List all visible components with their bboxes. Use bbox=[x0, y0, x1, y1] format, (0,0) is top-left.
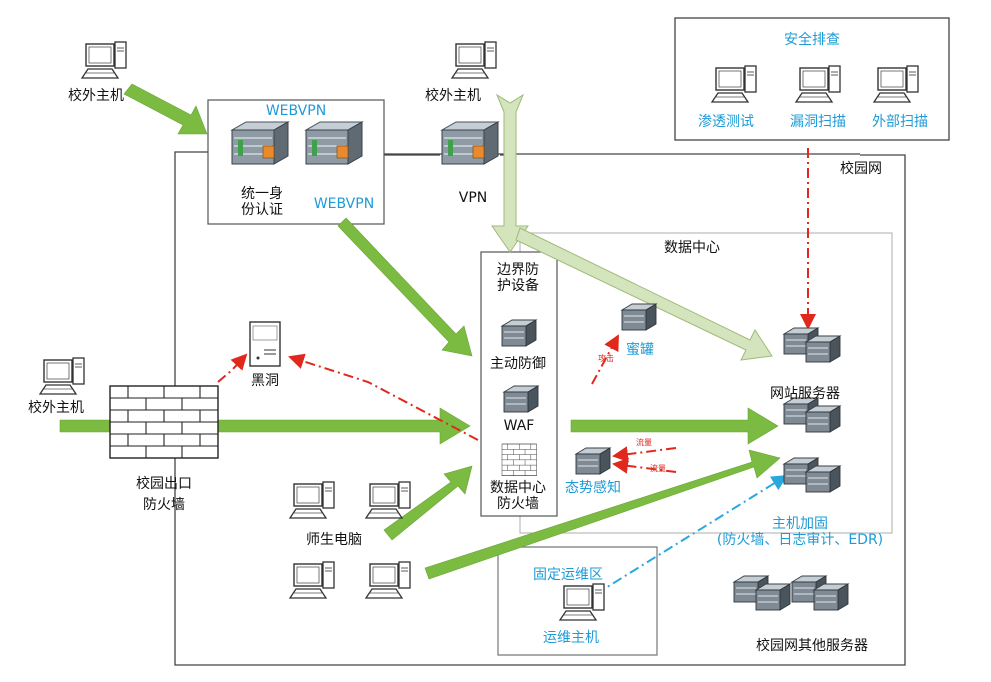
staff-pc-4-icon bbox=[365, 561, 411, 599]
staff-pc-label: 师生电脑 bbox=[306, 532, 362, 548]
black-hole-label: 黑洞 bbox=[251, 373, 279, 389]
unified-auth-label: 统一身 份认证 bbox=[241, 186, 283, 219]
vpn-server-icon bbox=[441, 121, 499, 165]
situation-awareness-icon bbox=[575, 447, 611, 475]
ops-host-label: 运维主机 bbox=[543, 630, 599, 646]
vpn-label: VPN bbox=[458, 190, 488, 206]
red-flow-to-black-hole bbox=[288, 353, 479, 441]
outside-host-2-label: 校外主机 bbox=[425, 88, 481, 104]
security-check-title: 安全排查 bbox=[784, 32, 840, 48]
red-flow-black-hole-to-fw bbox=[217, 353, 248, 383]
other-server-icon-1 bbox=[734, 576, 790, 610]
outside-host-1-icon bbox=[81, 41, 127, 79]
active-defense-label: 主动防御 bbox=[490, 356, 546, 372]
red-flow-traffic-2 bbox=[612, 457, 677, 474]
black-hole-icon bbox=[249, 321, 281, 367]
arrow-staff-to-dcfw bbox=[383, 465, 473, 541]
host-hardening-label: 主机加固 (防火墙、日志审计、EDR) bbox=[716, 516, 884, 549]
outside-host-2-icon bbox=[451, 41, 497, 79]
active-defense-icon bbox=[501, 319, 537, 347]
attack-label: 攻击 bbox=[598, 354, 614, 363]
outside-host-3-label: 校外主机 bbox=[28, 400, 84, 416]
red-flow-traffic-1 bbox=[612, 446, 677, 463]
host-server-icon bbox=[784, 458, 840, 492]
border-device-label: 边界防 护设备 bbox=[497, 262, 539, 295]
traffic-label-1: 流量 bbox=[636, 438, 652, 447]
outside-host-3-icon bbox=[39, 357, 85, 395]
campus-network-boundary bbox=[174, 151, 906, 666]
external-scan-label: 外部扫描 bbox=[872, 114, 928, 130]
web-server-label: 网站服务器 bbox=[770, 386, 840, 402]
arrow-vpn-to-webserver bbox=[515, 227, 773, 361]
webvpn-label: WEBVPN bbox=[313, 196, 375, 212]
staff-pc-1-icon bbox=[289, 481, 335, 519]
red-flows bbox=[217, 148, 816, 474]
campus-network-label: 校园网 bbox=[840, 161, 882, 177]
arrow-border-to-webserver bbox=[570, 407, 779, 445]
auth-server-icon bbox=[231, 121, 289, 165]
honeypot-icon bbox=[621, 303, 657, 331]
vuln-scan-label: 漏洞扫描 bbox=[790, 114, 846, 130]
staff-pc-3-icon bbox=[289, 561, 335, 599]
outside-host-1-label: 校外主机 bbox=[68, 88, 124, 104]
webvpn-server-icon bbox=[305, 121, 363, 165]
waf-label: WAF bbox=[503, 418, 535, 434]
traffic-label-2: 流量 bbox=[650, 464, 666, 473]
web-server-icon-1 bbox=[784, 328, 840, 362]
dc-firewall-icon bbox=[501, 443, 537, 476]
green-arrows bbox=[59, 83, 781, 580]
honeypot-label: 蜜罐 bbox=[626, 342, 654, 358]
arrow-webvpn-to-border bbox=[337, 217, 473, 357]
campus-firewall-icon bbox=[109, 385, 219, 459]
arrow-outside-to-webvpn bbox=[123, 83, 208, 135]
blue-ops-flow bbox=[595, 474, 788, 595]
dc-firewall-label: 数据中心 防火墙 bbox=[490, 480, 546, 513]
fixed-ops-zone-label: 固定运维区 bbox=[533, 567, 603, 583]
situation-awareness-label: 态势感知 bbox=[565, 480, 621, 496]
staff-pc-2-icon bbox=[365, 481, 411, 519]
web-server-icon-2 bbox=[784, 398, 840, 432]
data-center-label: 数据中心 bbox=[664, 240, 720, 256]
campus-firewall-label: 校园出口 防火墙 bbox=[136, 476, 192, 513]
waf-icon bbox=[503, 385, 539, 413]
webvpn-title: WEBVPN bbox=[265, 103, 327, 119]
arrow-staff-to-host bbox=[424, 449, 781, 580]
pentest-label: 渗透测试 bbox=[698, 114, 754, 130]
other-server-icon-2 bbox=[792, 576, 848, 610]
red-flow-attack-honeypot bbox=[591, 334, 619, 385]
other-servers-label: 校园网其他服务器 bbox=[756, 638, 868, 654]
arrow-vpn-down bbox=[491, 93, 529, 253]
pale-arrows bbox=[491, 93, 773, 361]
